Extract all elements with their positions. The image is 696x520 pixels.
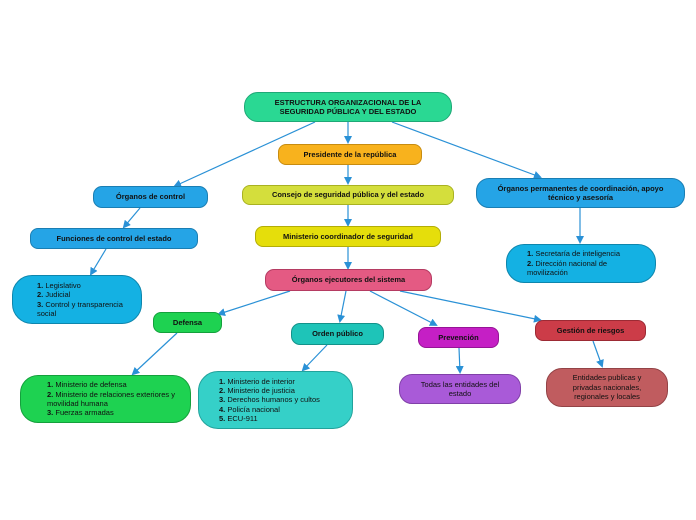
executive-node[interactable]: Órganos ejecutores del sistema bbox=[265, 269, 432, 291]
permanent-node[interactable]: Órganos permanentes de coordinación, apo… bbox=[476, 178, 685, 208]
president-node[interactable]: Presidente de la república bbox=[278, 144, 422, 165]
council-label: Consejo de seguridad pública y del estad… bbox=[271, 190, 425, 200]
defense-list[interactable]: 1. Ministerio de defensa 2. Ministerio d… bbox=[20, 375, 191, 423]
functions-label: Funciones de control del estado bbox=[56, 233, 172, 243]
list-item: 3. Control y transparencia social bbox=[37, 299, 123, 318]
list-item: 2. Judicial bbox=[37, 290, 71, 300]
link-defense-list bbox=[131, 332, 178, 376]
link-risk-sub bbox=[592, 340, 604, 368]
prevention-label: Prevención bbox=[438, 332, 479, 342]
ministry-node[interactable]: Ministerio coordinador de seguridad bbox=[255, 226, 441, 247]
permanent-list[interactable]: 1. Secretaría de inteligencia 2. Direcci… bbox=[506, 244, 656, 283]
list-item: 1. Ministerio de defensa bbox=[47, 380, 127, 390]
list-item: 2. Ministerio de relaciones exteriores y… bbox=[47, 389, 175, 408]
order-label: Orden público bbox=[312, 329, 363, 339]
list-item: 4. Policía nacional bbox=[219, 404, 280, 414]
link-root-control bbox=[173, 121, 316, 188]
control-node[interactable]: Órganos de control bbox=[93, 186, 208, 208]
list-item: 2. Ministerio de justicia bbox=[219, 385, 295, 395]
president-label: Presidente de la república bbox=[303, 149, 397, 159]
functions-node[interactable]: Funciones de control del estado bbox=[30, 228, 198, 249]
list-item: 1. Secretaría de inteligencia bbox=[527, 249, 620, 259]
prevention-sub-label: Todas las entidades del estado bbox=[420, 379, 500, 398]
risk-sub-node[interactable]: Entidades publicas y privadas nacionales… bbox=[546, 368, 668, 407]
link-executive-risk bbox=[399, 290, 542, 323]
root-title-node[interactable]: ESTRUCTURA ORGANIZACIONAL DE LA SEGURIDA… bbox=[244, 92, 452, 122]
list-item: 5. ECU-911 bbox=[219, 414, 258, 424]
order-node[interactable]: Orden público bbox=[291, 323, 384, 345]
list-item: 1. Ministerio de interior bbox=[219, 376, 295, 386]
list-item: 3. Fuerzas armadas bbox=[47, 408, 114, 418]
defense-label: Defensa bbox=[172, 317, 203, 327]
link-order-list bbox=[301, 344, 328, 372]
risk-sub-label: Entidades publicas y privadas nacionales… bbox=[572, 373, 642, 402]
link-executive-prevention bbox=[369, 290, 438, 326]
control-label: Órganos de control bbox=[115, 192, 186, 202]
prevention-sub-node[interactable]: Todas las entidades del estado bbox=[399, 374, 521, 404]
risk-label: Gestión de riesgos bbox=[556, 325, 625, 335]
ministry-label: Ministerio coordinador de seguridad bbox=[282, 231, 414, 241]
list-item: 3. Derechos humanos y cultos bbox=[219, 395, 320, 405]
order-list[interactable]: 1. Ministerio de interior 2. Ministerio … bbox=[198, 371, 353, 429]
council-node[interactable]: Consejo de seguridad pública y del estad… bbox=[242, 185, 454, 205]
defense-node[interactable]: Defensa bbox=[153, 312, 222, 333]
link-prevention-sub bbox=[455, 347, 464, 374]
link-executive-order bbox=[337, 290, 347, 323]
list-item: 2. Dirección nacional de movilización bbox=[527, 258, 608, 278]
executive-label: Órganos ejecutores del sistema bbox=[291, 275, 406, 285]
risk-node[interactable]: Gestión de riesgos bbox=[535, 320, 646, 341]
link-executive-defense bbox=[217, 290, 291, 316]
prevention-node[interactable]: Prevención bbox=[418, 327, 499, 348]
permanent-label: Órganos permanentes de coordinación, apo… bbox=[497, 183, 664, 202]
list-item: 1. Legislativo bbox=[37, 280, 81, 290]
control-functions-list[interactable]: 1. Legislativo 2. Judicial 3. Control y … bbox=[12, 275, 142, 324]
root-title: ESTRUCTURA ORGANIZACIONAL DE LA SEGURIDA… bbox=[274, 97, 422, 116]
link-functions-list bbox=[89, 248, 107, 276]
link-control-functions bbox=[122, 207, 141, 229]
link-root-permanent bbox=[391, 121, 542, 179]
